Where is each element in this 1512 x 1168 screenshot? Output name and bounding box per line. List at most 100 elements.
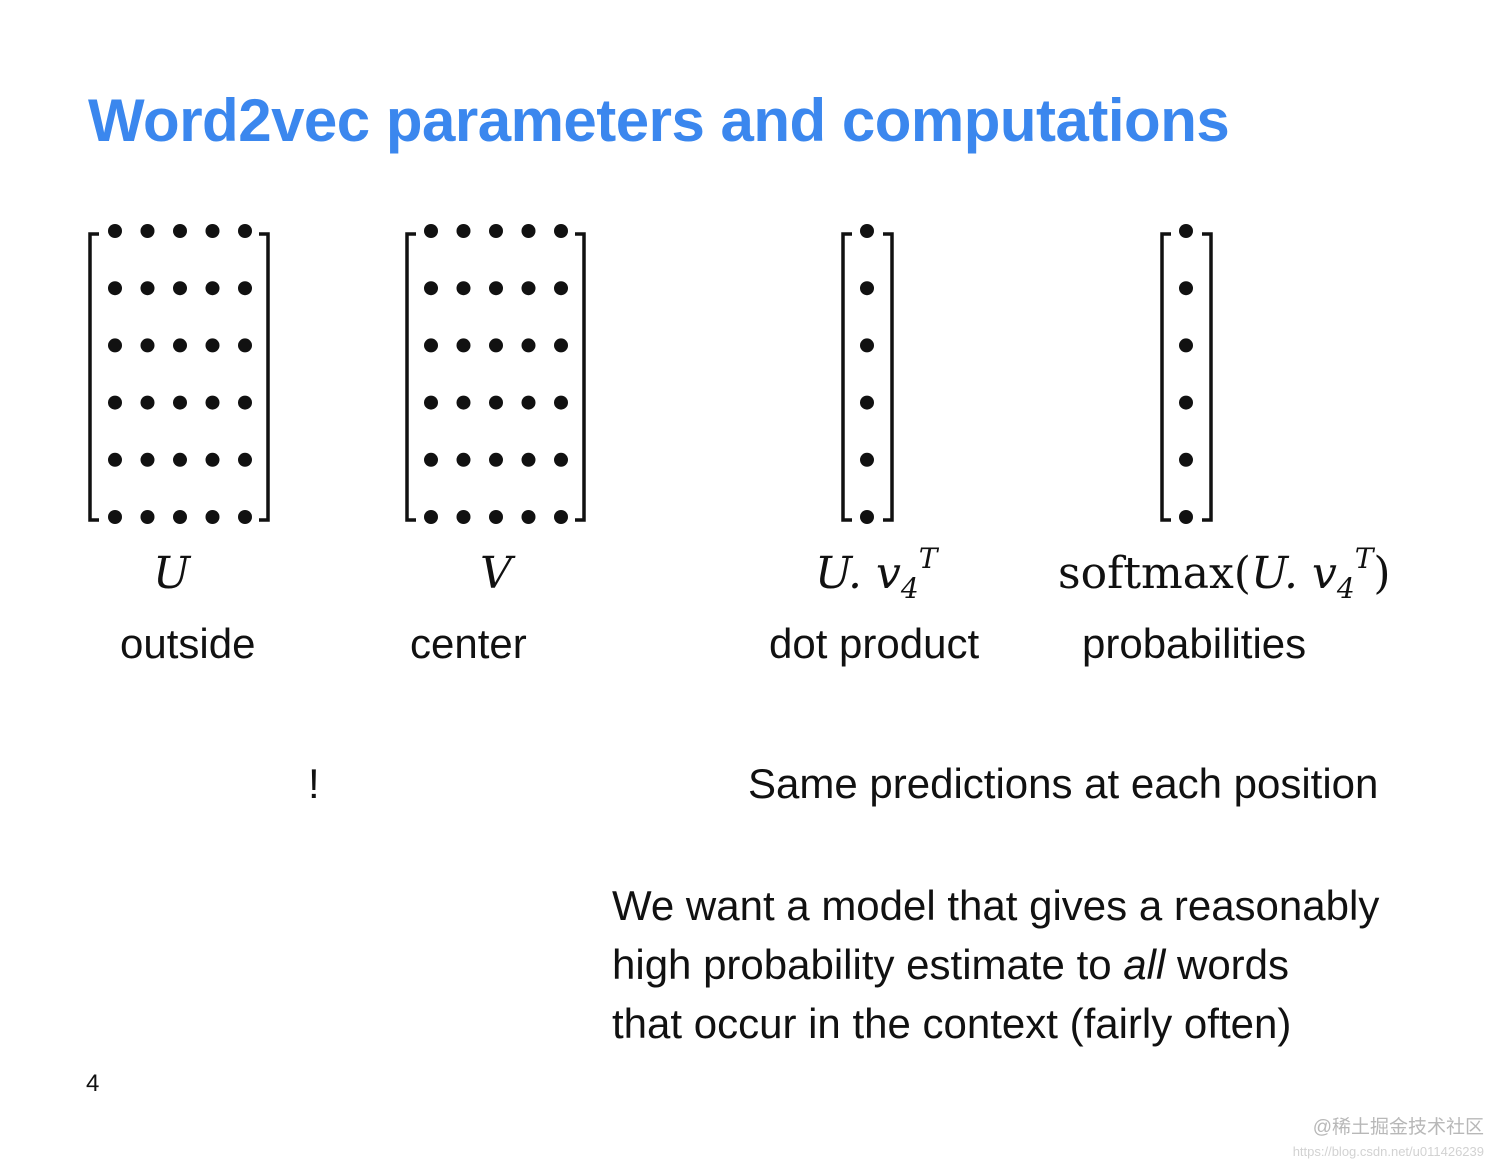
matrix-entry-dot (238, 224, 252, 238)
matrix-entry-dot (108, 281, 122, 296)
matrix-entry-dot (521, 338, 536, 353)
matrix-entry-dot (456, 281, 471, 296)
matrix-entry-dot (554, 224, 568, 238)
matrix-entry-dot (1179, 281, 1193, 296)
matrix-dot-product (841, 224, 894, 524)
line2-emphasis: all (1123, 941, 1166, 988)
softmax-sub: 4 (1336, 572, 1355, 605)
matrix-entry-dot (173, 281, 187, 296)
left-bracket (1160, 232, 1171, 522)
matrix-outside (88, 224, 270, 524)
formula-sup: T (918, 542, 938, 575)
matrix-center (405, 224, 586, 524)
matrix-entry-dot (238, 281, 252, 296)
matrix-entry-dot (1179, 452, 1193, 467)
matrix-entry-dot (238, 338, 252, 353)
matrix-entry-dot (173, 510, 187, 524)
matrix-entry-dot (456, 338, 471, 353)
matrix-entry-dot (108, 338, 122, 353)
softmax-close: ) (1373, 548, 1391, 599)
matrix-entry-dot (205, 224, 220, 238)
matrix-entry-dot (173, 224, 187, 238)
matrix-entry-dot (456, 395, 471, 410)
slide-title: Word2vec parameters and computations (88, 87, 1230, 154)
watermark: @稀土掘金技术社区 https://blog.csdn.net/u0114262… (1293, 1116, 1484, 1164)
matrix-entry-dot (456, 224, 471, 238)
matrix-entry-dot (554, 452, 568, 467)
right-bracket (259, 232, 270, 522)
matrix-entry-dot (860, 281, 874, 296)
watermark-brand: @稀土掘金技术社区 (1312, 1117, 1484, 1138)
matrix-entry-dot (238, 510, 252, 524)
matrix-entry-dot (424, 395, 438, 410)
matrix-entry-dot (108, 224, 122, 238)
matrix-entry-dot (108, 510, 122, 524)
matrix-entry-dot (860, 452, 874, 467)
matrix-entry-dot (140, 338, 155, 353)
symbol-u-text: U (153, 548, 191, 599)
softmax-sup: T (1354, 542, 1374, 575)
left-bracket (841, 232, 852, 522)
formula-sub: 4 (900, 572, 919, 605)
matrix-entry-dot (424, 224, 438, 238)
matrix-entry-dot (860, 338, 874, 353)
model-description: We want a model that gives a reasonably … (612, 876, 1379, 1053)
matrix-symbol-u: U (153, 548, 190, 599)
matrix-entry-dot (424, 452, 438, 467)
right-bracket (883, 232, 894, 522)
matrix-entry-dot (140, 452, 155, 467)
matrix-entry-dot (238, 452, 252, 467)
matrix-entry-dot (1179, 338, 1193, 353)
matrix-entry-dot (424, 510, 438, 524)
matrix-entry-dot (489, 224, 503, 238)
matrix-entry-dot (554, 281, 568, 296)
matrix-entry-dot (860, 224, 874, 238)
matrix-entry-dot (205, 452, 220, 467)
matrix-entry-dot (521, 395, 536, 410)
watermark-url: https://blog.csdn.net/u011426239 (1292, 1144, 1484, 1159)
matrix-entry-dot (140, 281, 155, 296)
matrix-entry-dot (489, 452, 503, 467)
matrix-diagram (88, 224, 1213, 524)
matrix-entry-dot (521, 224, 536, 238)
left-bracket (405, 232, 416, 522)
matrix-entry-dot (140, 510, 155, 524)
line2-before: high probability estimate to (612, 941, 1124, 988)
matrix-entry-dot (489, 338, 503, 353)
matrix-entry-dot (1179, 395, 1193, 410)
right-bracket (575, 232, 586, 522)
matrix-entry-dot (173, 452, 187, 467)
caption-probabilities: probabilities (1082, 620, 1307, 667)
matrix-entry-dot (1179, 224, 1193, 238)
page-number: 4 (86, 1070, 100, 1097)
matrix-entry-dot (173, 395, 187, 410)
dot-product-formula: U. v4T (815, 542, 937, 605)
matrix-entry-dot (489, 281, 503, 296)
matrix-entry-dot (238, 395, 252, 410)
softmax-v: . v (1284, 548, 1337, 599)
formula-v: . v (848, 548, 901, 599)
matrix-entry-dot (554, 338, 568, 353)
matrix-entry-dot (205, 281, 220, 296)
matrix-entry-dot (489, 510, 503, 524)
matrix-entry-dot (554, 510, 568, 524)
matrix-entry-dot (108, 452, 122, 467)
softmax-fn: softmax( (1058, 548, 1251, 599)
matrix-entry-dot (521, 510, 536, 524)
matrix-entry-dot (860, 395, 874, 410)
matrix-entry-dot (456, 510, 471, 524)
matrix-symbol-v: V (480, 548, 512, 599)
left-bracket (88, 232, 99, 522)
matrix-entry-dot (173, 338, 187, 353)
formula-u: U (815, 548, 849, 599)
caption-outside: outside (120, 620, 256, 667)
caption-dot-product: dot product (769, 620, 980, 667)
matrix-entry-dot (521, 452, 536, 467)
matrix-entry-dot (521, 281, 536, 296)
matrix-entry-dot (424, 338, 438, 353)
model-description-line-1: We want a model that gives a reasonably (612, 882, 1380, 929)
matrix-entry-dot (554, 395, 568, 410)
symbol-v-text: V (480, 548, 512, 599)
matrix-entry-dot (205, 338, 220, 353)
caption-center: center (410, 620, 527, 667)
